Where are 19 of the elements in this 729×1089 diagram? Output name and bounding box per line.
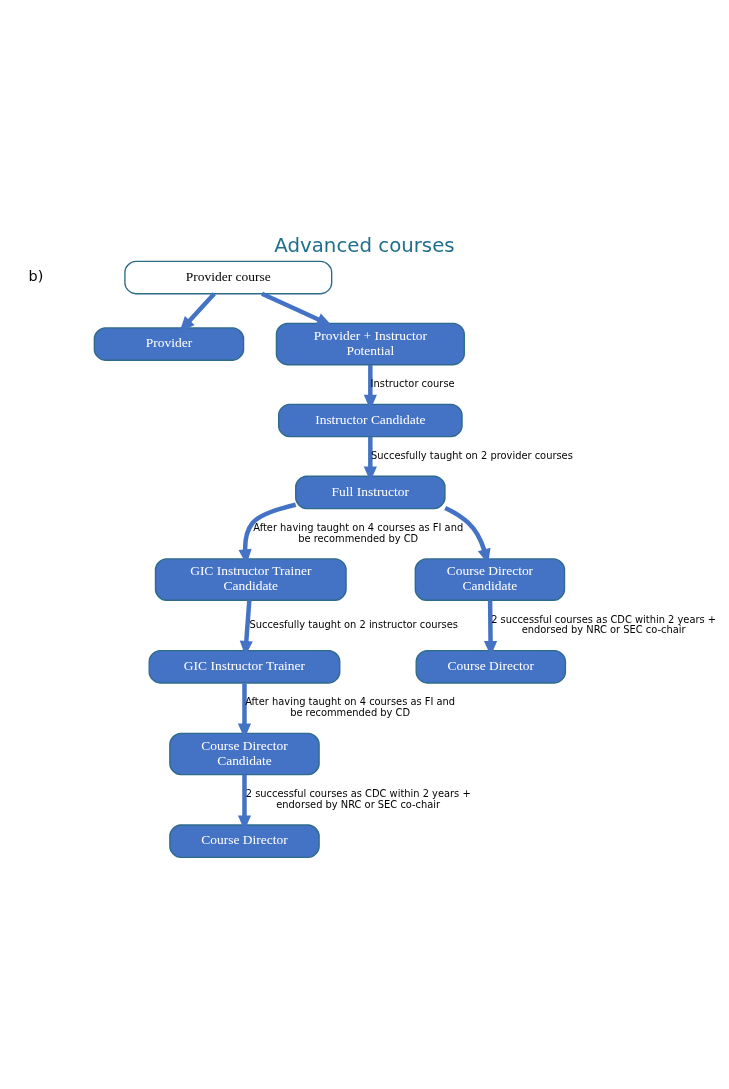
node-box: Provider <box>93 326 245 361</box>
node-box: GIC Instructor Trainer Candidate <box>154 557 347 601</box>
edge-label: 2 successful courses as CDC within 2 years + endorsed by NRC or SEC co-chair <box>491 613 717 635</box>
node-box: GIC Instructor Trainer <box>148 649 341 684</box>
edge-label: Succesfully taught on 2 instructor courses <box>249 618 458 630</box>
arrow <box>179 291 216 332</box>
node-box: Course Director <box>415 649 567 684</box>
node-box: Instructor Candidate <box>277 403 463 437</box>
edge-label: After having taught on 4 courses as FI and be recommended by CD <box>253 521 464 544</box>
label: b) <box>28 267 44 284</box>
arrow <box>261 291 332 326</box>
edge-label: 2 successful courses as CDC within 2 years + endorsed by NRC or SEC co-chair <box>245 787 471 810</box>
node-box: Full Instructor <box>295 475 446 509</box>
diagram-title: Advanced courses <box>274 233 455 257</box>
node-box: Course Director Candidate <box>414 557 566 601</box>
node-box: Provider course <box>124 260 333 294</box>
node-box: Course Director Candidate <box>169 732 320 775</box>
node-box: Course Director <box>169 823 320 858</box>
node-box: Provider + Instructor Potential <box>275 322 465 365</box>
